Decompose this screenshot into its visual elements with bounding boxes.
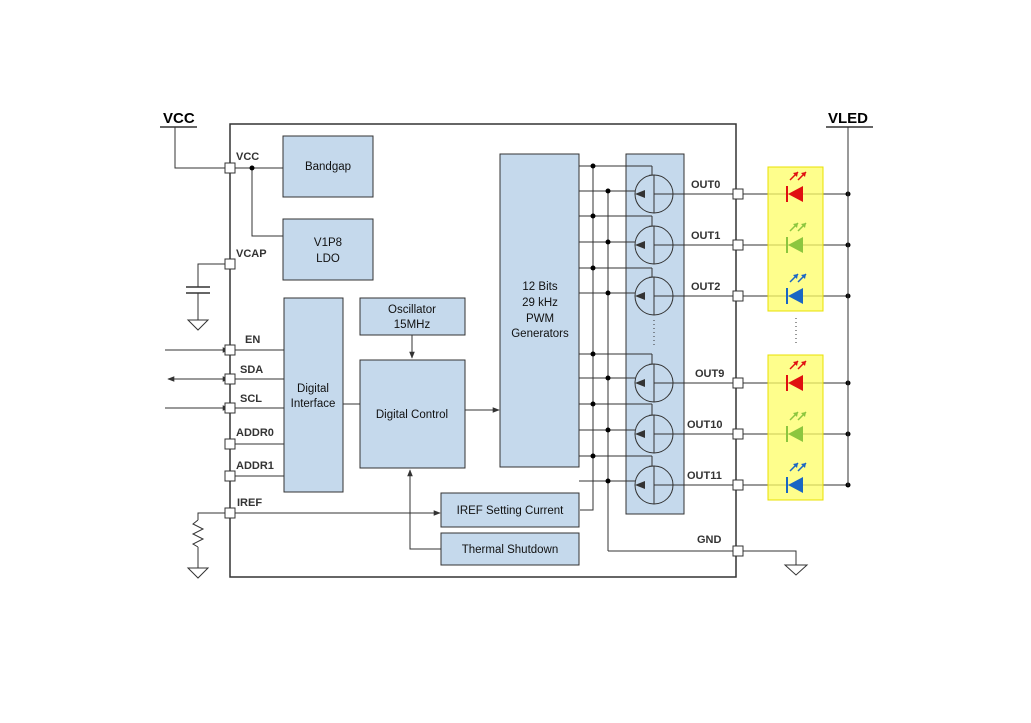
pwm-label-line4: Generators <box>511 328 569 340</box>
oscillator-label-line2: 15MHz <box>394 319 431 331</box>
pin-out <box>732 428 744 440</box>
digital-control-block: Digital Control <box>359 359 466 469</box>
led-diode-icon <box>786 171 807 202</box>
pin-gnd <box>732 545 744 557</box>
pin-label-gnd: GND <box>697 534 722 546</box>
ldo-label-line2: LDO <box>316 253 340 265</box>
pin-out <box>732 188 744 200</box>
pin-label-sda: SDA <box>240 364 263 376</box>
pin-label-out: OUT2 <box>691 281 720 293</box>
led-group-highlight-bottom <box>767 354 824 501</box>
led-diode-icon <box>786 462 807 493</box>
pin-label-out: OUT10 <box>687 419 722 431</box>
pwm-label-line1: 12 Bits <box>522 281 557 293</box>
digital-interface-label-line1: Digital <box>297 383 329 395</box>
pwm-label-line2: 29 kHz <box>522 297 558 309</box>
pin-vcc <box>224 162 236 174</box>
iref-setting-label: IREF Setting Current <box>457 505 565 517</box>
bandgap-label: Bandgap <box>305 161 351 173</box>
ground-symbol-vcap <box>186 319 210 331</box>
pwm-label-line3: PWM <box>526 313 554 325</box>
led-group-highlight-top <box>767 166 824 312</box>
digital-interface-block: Digital Interface <box>283 297 344 493</box>
pin-label-en: EN <box>245 334 260 346</box>
pin-out <box>732 479 744 491</box>
pin-iref <box>224 507 236 519</box>
pin-label-vcap: VCAP <box>236 248 267 260</box>
thermal-shutdown-label: Thermal Shutdown <box>462 544 559 556</box>
ldo-label-line1: V1P8 <box>314 237 342 249</box>
pin-label-vcc: VCC <box>236 151 259 163</box>
thermal-shutdown-block: Thermal Shutdown <box>440 532 580 566</box>
led-diode-icon <box>786 273 807 304</box>
pin-sda <box>224 373 236 385</box>
pin-label-out: OUT11 <box>687 470 722 482</box>
vled-supply-label: VLED <box>828 110 868 127</box>
resistor-symbol <box>191 519 205 548</box>
bandgap-block: Bandgap <box>282 135 374 198</box>
pin-label-out: OUT1 <box>691 230 720 242</box>
oscillator-block: Oscillator 15MHz <box>359 297 466 336</box>
pin-scl <box>224 402 236 414</box>
pin-out <box>732 290 744 302</box>
led-diode-icon <box>786 360 807 391</box>
led-diode-icon <box>786 222 807 253</box>
oscillator-label-line1: Oscillator <box>388 304 436 316</box>
pin-vcap <box>224 258 236 270</box>
pin-label-out: OUT9 <box>695 368 724 380</box>
pin-label-addr0: ADDR0 <box>236 427 274 439</box>
pin-label-iref: IREF <box>237 497 262 509</box>
digital-interface-label-line2: Interface <box>291 398 336 410</box>
pin-label-addr1: ADDR1 <box>236 460 274 472</box>
ground-symbol-iref <box>186 567 210 579</box>
pin-label-scl: SCL <box>240 393 262 405</box>
pin-out <box>732 239 744 251</box>
vcc-supply-label: VCC <box>163 110 195 127</box>
digital-control-label: Digital Control <box>376 409 448 421</box>
output-channel <box>579 163 851 214</box>
current-sink-column <box>625 153 685 515</box>
output-channel <box>579 213 851 265</box>
ground-symbol-gnd <box>783 564 809 576</box>
pin-label-out: OUT0 <box>691 179 720 191</box>
pin-addr0 <box>224 438 236 450</box>
pin-addr1 <box>224 470 236 482</box>
iref-setting-block: IREF Setting Current <box>440 492 580 528</box>
pwm-generators-block: 12 Bits 29 kHz PWM Generators <box>499 153 580 468</box>
ldo-block: V1P8 LDO <box>282 218 374 281</box>
pin-en <box>224 344 236 356</box>
led-diode-icon <box>786 411 807 442</box>
pin-out <box>732 377 744 389</box>
